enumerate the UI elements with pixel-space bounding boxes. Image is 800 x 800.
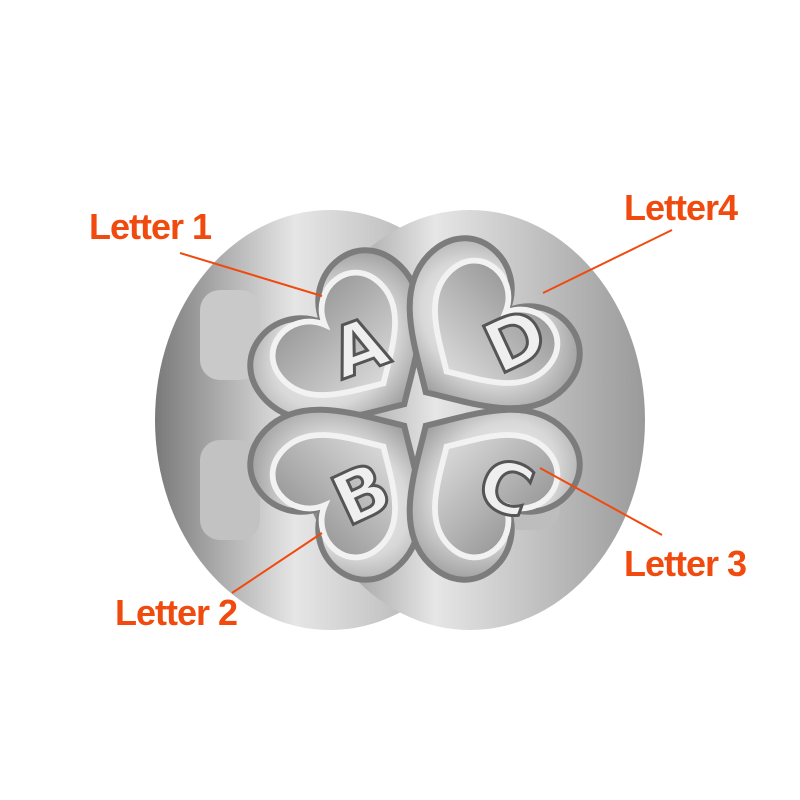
callout-letter-4: Letter4 [624, 187, 738, 228]
leader-line-letter-1 [179, 252, 323, 297]
leader-line-letter-4 [542, 229, 673, 294]
callout-letter-3: Letter 3 [624, 543, 747, 584]
callout-letter-1: Letter 1 [89, 206, 212, 247]
leader-line-letter-3 [539, 467, 663, 536]
callout-letter-2: Letter 2 [115, 592, 238, 633]
callout-leader-lines [179, 229, 673, 594]
leader-line-letter-2 [231, 532, 323, 594]
